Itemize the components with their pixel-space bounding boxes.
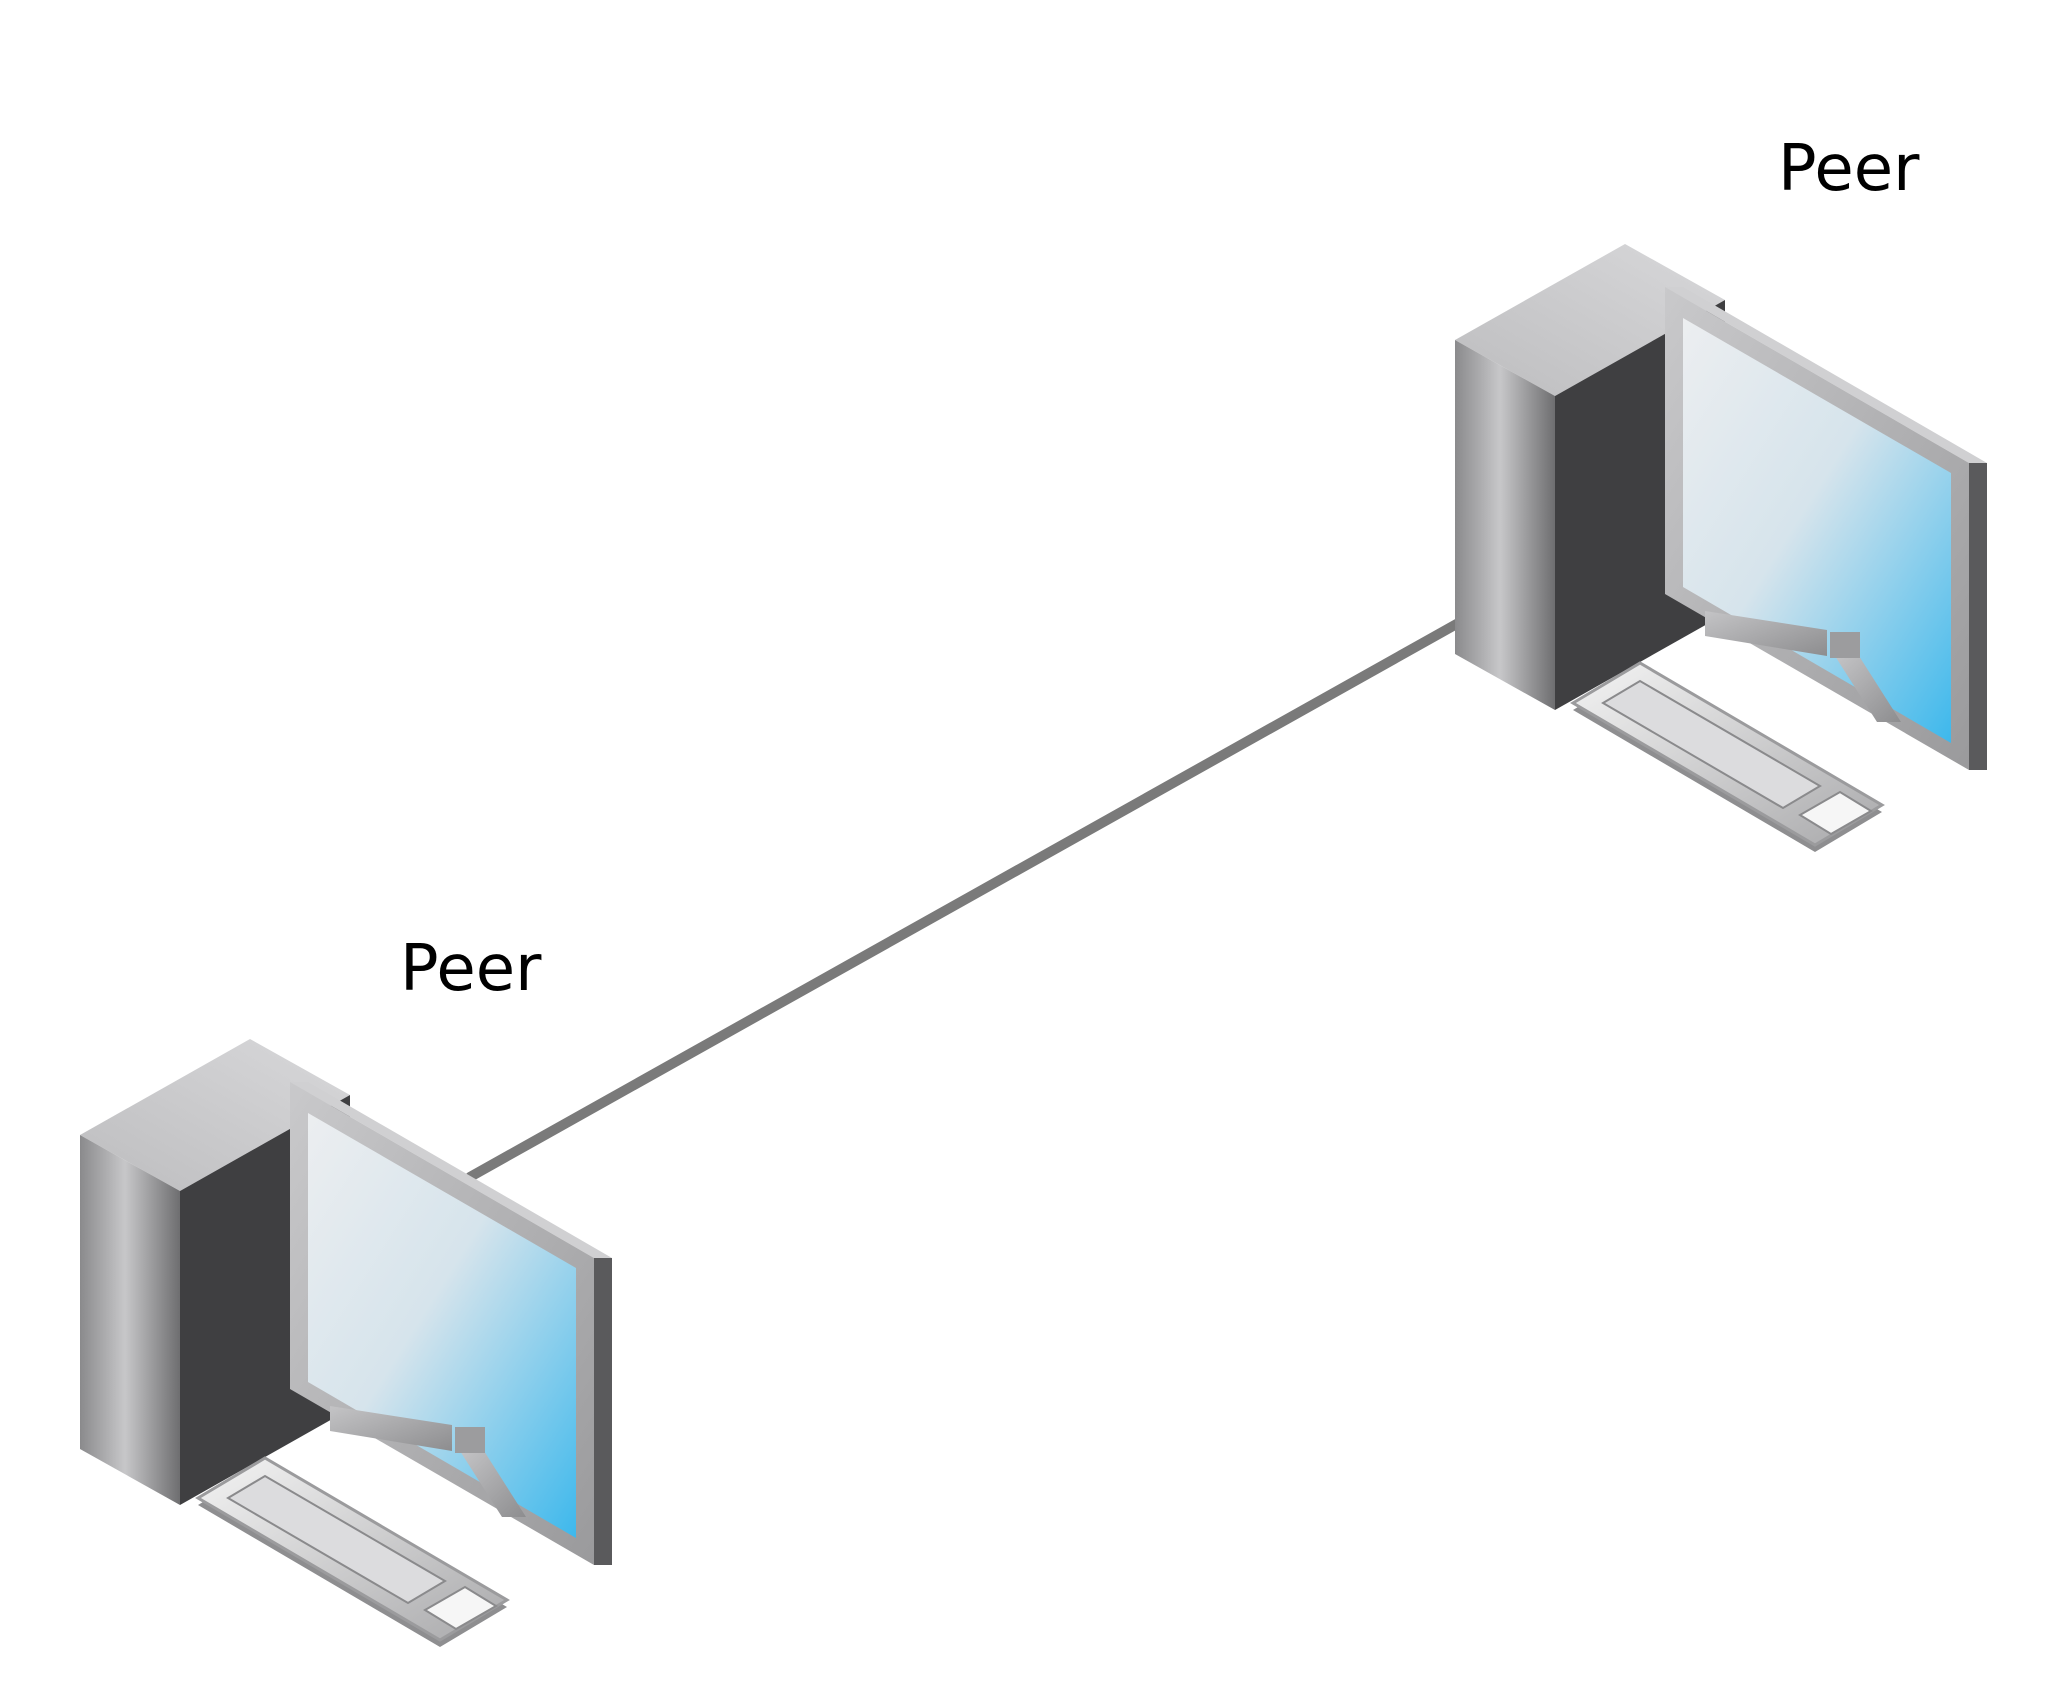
peer-computer-top-right: Peer [1453, 132, 1989, 854]
peer-label: Peer [1778, 132, 1920, 206]
peer-label: Peer [400, 932, 542, 1006]
connection-line [465, 607, 1483, 1182]
desktop-computer-icon [78, 1037, 614, 1649]
peer-computer-bottom-left: Peer [78, 932, 614, 1649]
desktop-computer-icon [1453, 242, 1989, 854]
